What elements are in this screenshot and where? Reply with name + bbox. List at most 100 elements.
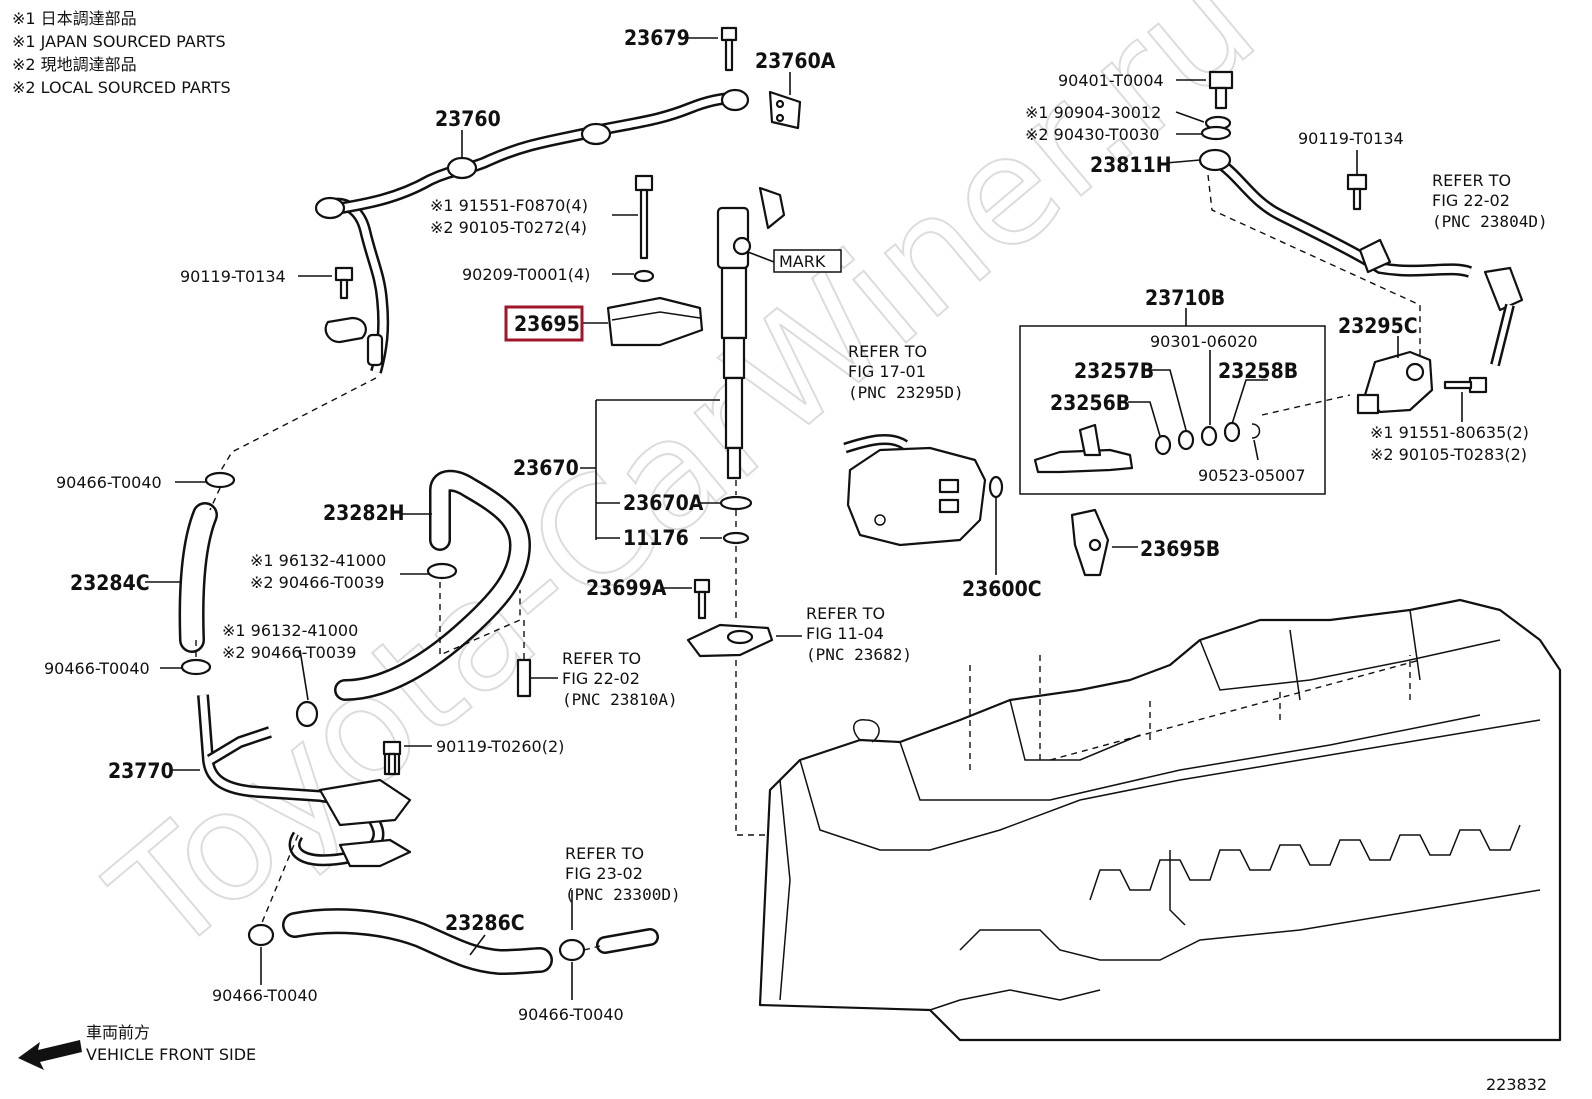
note-1-jp: ※1 日本調達部品	[12, 9, 137, 28]
bolt-91551-80635	[1443, 376, 1488, 394]
label-90466-T0039-a: ※2 90466-T0039	[250, 573, 384, 592]
label-23770: 23770	[108, 759, 174, 783]
refer-line: REFER TO	[565, 844, 644, 863]
refer-to-fig-22-02-b: REFER TO FIG 22-02 (PNC 23810A)	[562, 649, 678, 709]
dashed-alignment-lines	[195, 174, 1421, 951]
mark-box	[773, 249, 842, 273]
bolt-90119-T0260	[382, 740, 402, 776]
hose-23282H	[334, 469, 532, 701]
label-23710B: 23710B	[1145, 286, 1225, 310]
bolt-90401-T0004	[1200, 70, 1234, 141]
label-90430-T0030: ※2 90430-T0030	[1025, 125, 1159, 144]
label-23258B: 23258B	[1218, 359, 1298, 383]
refer-pnc: (PNC 23682)	[806, 645, 912, 664]
label-90301-06020: 90301-06020	[1150, 332, 1258, 351]
kit-box-23710B	[1019, 325, 1326, 495]
label-23679: 23679	[624, 26, 690, 50]
pipe-fitting-right	[1483, 266, 1524, 367]
hose-clamps	[180, 471, 586, 962]
label-90401-T0004: 90401-T0004	[1058, 71, 1164, 90]
label-90523-05007: 90523-05007	[1198, 466, 1306, 485]
label-96132-41000-a: ※1 96132-41000	[250, 551, 386, 570]
refer-to-fig-17-01: REFER TO FIG 17-01 (PNC 23295D)	[848, 342, 964, 402]
refer-to-fig-22-02-a: REFER TO FIG 22-02 (PNC 23804D)	[1432, 171, 1548, 231]
refer-pnc: (PNC 23810A)	[562, 690, 678, 709]
pipe-23770	[197, 694, 412, 868]
o-ring-23670A	[719, 495, 753, 511]
refer-line: REFER TO	[806, 604, 885, 623]
label-90119-T0260: 90119-T0260(2)	[436, 737, 564, 756]
label-90105-T0272: ※2 90105-T0272(4)	[430, 218, 587, 237]
label-90904-30012: ※1 90904-30012	[1025, 103, 1161, 122]
refer-fig: FIG 23-02	[565, 864, 643, 883]
label-91551-80635: ※1 91551-80635(2)	[1370, 423, 1529, 442]
refer-fig: FIG 22-02	[1432, 191, 1510, 210]
label-23670A: 23670A	[623, 491, 704, 515]
part-labels: 23679 23760A 23760 ※1 91551-F0870(4) ※2 …	[44, 26, 1529, 1024]
label-23284C: 23284C	[70, 571, 150, 595]
label-mark: MARK	[779, 252, 826, 271]
refer-fig: FIG 17-01	[848, 362, 926, 381]
label-23295C: 23295C	[1338, 314, 1418, 338]
bolt-90119-T0134-left	[334, 266, 354, 300]
refer-pnc: (PNC 23804D)	[1432, 212, 1548, 231]
bolt-23699A	[693, 578, 711, 620]
refer-line: REFER TO	[562, 649, 641, 668]
label-23699A: 23699A	[586, 576, 667, 600]
label-90466-T0040-b: 90466-T0040	[44, 659, 150, 678]
pressure-sensor-23295C	[1356, 350, 1434, 415]
label-23286C: 23286C	[445, 911, 525, 935]
refer-pnc: (PNC 23295D)	[848, 383, 964, 402]
legend-notes: ※1 日本調達部品 ※1 JAPAN SOURCED PARTS ※2 現地調達…	[12, 9, 231, 97]
gasket-23600C	[988, 475, 1004, 499]
note-2-en: ※2 LOCAL SOURCED PARTS	[12, 78, 231, 97]
clamp-23760A	[768, 90, 802, 130]
bolt-23679	[720, 26, 738, 72]
label-23257B: 23257B	[1074, 359, 1154, 383]
hose-23286C	[282, 658, 659, 976]
label-90105-T0283: ※2 90105-T0283(2)	[1370, 445, 1527, 464]
label-11176: 11176	[623, 526, 689, 550]
refer-line: REFER TO	[848, 342, 927, 361]
label-91551-F0870: ※1 91551-F0870(4)	[430, 196, 588, 215]
label-23256B: 23256B	[1050, 391, 1130, 415]
refer-fig: FIG 22-02	[562, 669, 640, 688]
front-side-jp: 車両前方	[86, 1023, 150, 1042]
label-96132-41000-b: ※1 96132-41000	[222, 621, 358, 640]
label-23600C: 23600C	[962, 577, 1042, 601]
vehicle-front-indicator: 車両前方 VEHICLE FRONT SIDE	[18, 1023, 256, 1070]
label-23695B: 23695B	[1140, 537, 1220, 561]
arrow-left-icon	[18, 1040, 82, 1070]
engine-block-drawing	[758, 598, 1562, 1042]
note-1-en: ※1 JAPAN SOURCED PARTS	[12, 32, 226, 51]
front-side-en: VEHICLE FRONT SIDE	[86, 1045, 256, 1064]
leader-lines	[145, 37, 1463, 1000]
injector-23670	[716, 186, 786, 480]
hose-23284C	[178, 502, 218, 653]
injector-clamp-23695	[606, 296, 704, 347]
note-2-jp: ※2 現地調達部品	[12, 55, 137, 74]
label-90209-T0001: 90209-T0001(4)	[462, 265, 590, 284]
label-90466-T0039-b: ※2 90466-T0039	[222, 643, 356, 662]
label-90466-T0040-d: 90466-T0040	[518, 1005, 624, 1024]
bracket-23695B	[1070, 508, 1110, 577]
injector-flange	[686, 623, 774, 658]
pipe-23811H	[1198, 148, 1472, 278]
refer-pnc: (PNC 23300D)	[565, 885, 681, 904]
label-90119-T0134-right: 90119-T0134	[1298, 129, 1404, 148]
label-90466-T0040-a: 90466-T0040	[56, 473, 162, 492]
label-23695: 23695	[514, 312, 580, 336]
label-90466-T0040-c: 90466-T0040	[212, 986, 318, 1005]
pressure-limiter-parts	[1033, 421, 1261, 474]
fuel-pump-housing	[843, 434, 987, 547]
label-90119-T0134-left: 90119-T0134	[180, 267, 286, 286]
bolt-90119-T0134-right	[1346, 173, 1368, 211]
refer-to-fig-23-02: REFER TO FIG 23-02 (PNC 23300D)	[565, 844, 681, 904]
label-23760A: 23760A	[755, 49, 836, 73]
label-23670: 23670	[513, 456, 579, 480]
label-23760: 23760	[435, 107, 501, 131]
highlight-box-23695	[504, 305, 584, 342]
label-23282H: 23282H	[323, 501, 405, 525]
gasket-11176	[722, 531, 750, 545]
